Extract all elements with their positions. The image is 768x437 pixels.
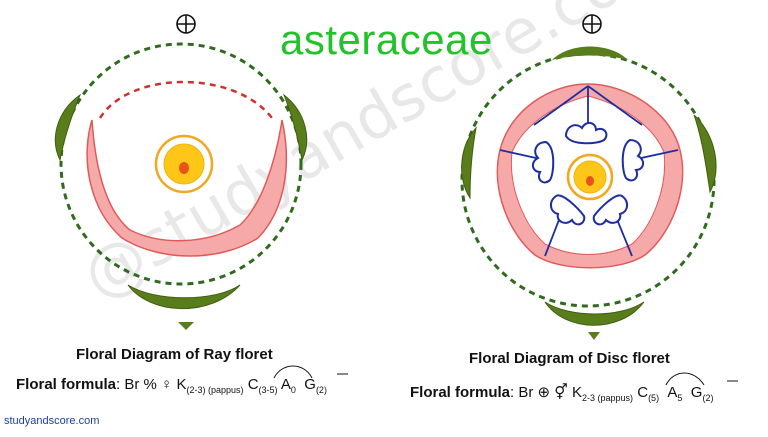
formula-corolla: C (247, 376, 259, 393)
formula-calyx: K (176, 376, 187, 393)
ray-floret-caption: Floral Diagram of Ray floret (76, 346, 273, 363)
disc-bract-bottom (544, 301, 645, 326)
formula-actinomorphic: ⊕ (537, 384, 551, 401)
formula-bract: Br (518, 384, 534, 401)
ray-bract-bottom (127, 284, 241, 310)
disc-bract-top (552, 46, 628, 60)
disc-anther (592, 194, 628, 226)
disc-floret-diagram (460, 14, 717, 340)
disc-androecium (532, 122, 644, 226)
formula-pistillate: ♀ (161, 376, 173, 393)
formula-gynoecium-count: (2) (315, 385, 327, 395)
disc-formula-adnation-arc (665, 372, 705, 386)
disc-bract-right (693, 114, 717, 194)
ray-bract-left (54, 93, 82, 162)
disc-bract-left (461, 126, 477, 200)
disc-floret-caption: Floral Diagram of Disc floret (469, 350, 670, 367)
ray-corolla-ligule (86, 119, 288, 257)
ray-reduced-corolla-arc (98, 80, 273, 119)
ray-bract-right (282, 93, 308, 162)
ray-floret-diagram (54, 14, 308, 330)
formula-zygomorphic: % (143, 376, 157, 393)
formula-androecium: A (280, 376, 291, 393)
disc-anther (532, 140, 555, 184)
formula-label: Floral formula (16, 376, 117, 393)
ray-ovule (179, 162, 189, 174)
page-title: asteraceae (280, 16, 493, 63)
ray-formula-adnation-arc (273, 365, 313, 379)
formula-gynoecium: G (690, 384, 703, 401)
formula-androecium-count: 0 (290, 385, 296, 395)
ray-floral-formula: Floral formula: Br % ♀ K(2-3) (pappus) C… (16, 376, 327, 395)
formula-gynoecium-count: (2) (702, 393, 714, 403)
formula-label: Floral formula (410, 384, 511, 401)
disc-anther (564, 122, 608, 145)
formula-calyx-count: (2-3) (pappus) (186, 385, 244, 395)
formula-androecium: A (667, 384, 678, 401)
disc-mother-axis-symbol (582, 14, 602, 34)
disc-anther (621, 138, 644, 182)
disc-anther (550, 194, 586, 226)
ray-bract-bottom-tip (178, 322, 194, 330)
disc-ovule (586, 176, 594, 186)
formula-corolla-count: (5) (648, 393, 660, 403)
ray-outer-whorl-circle (59, 42, 303, 286)
disc-bract-bottom-tip (588, 332, 600, 340)
formula-calyx-count: 2-3 (pappus) (582, 393, 634, 403)
formula-androecium-count: 5 (677, 393, 683, 403)
disc-floral-formula: Floral formula: Br ⊕ ⚥ K2-3 (pappus) C(5… (410, 384, 714, 403)
formula-bract: Br (124, 376, 140, 393)
formula-corolla-count: (3-5) (258, 385, 278, 395)
formula-bisexual: ⚥ (554, 384, 568, 401)
site-credit: studyandscore.com (4, 415, 100, 427)
formula-gynoecium: G (304, 376, 316, 393)
formula-corolla: C (637, 384, 649, 401)
ray-mother-axis-symbol (176, 14, 196, 34)
formula-calyx: K (572, 384, 583, 401)
